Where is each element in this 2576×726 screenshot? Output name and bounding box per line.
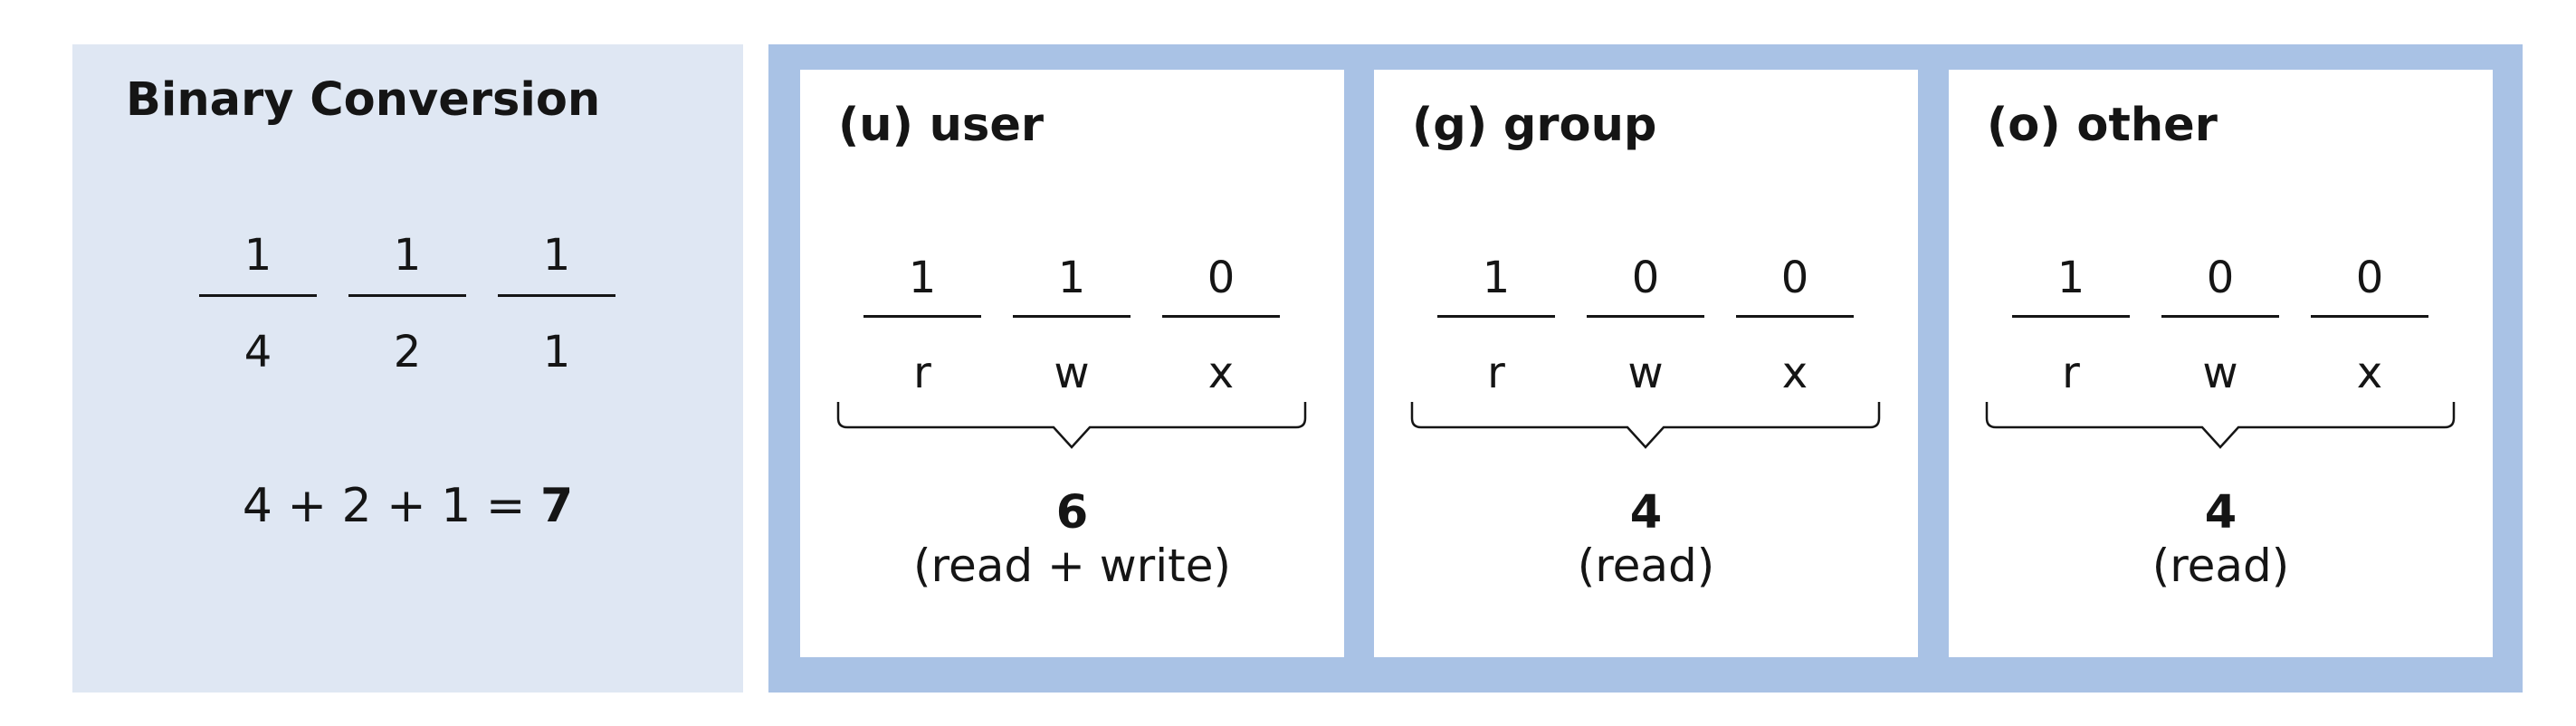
- permission-column: 1 w: [1013, 251, 1131, 398]
- permission-column: 1 r: [863, 251, 981, 398]
- binary-conversion-title: Binary Conversion: [126, 73, 601, 127]
- permission-title: (g) group: [1412, 99, 1657, 152]
- sum-expression: 4 + 2 + 1 =: [242, 479, 526, 533]
- permission-letter: r: [2062, 348, 2080, 398]
- permission-letter: w: [1054, 348, 1090, 398]
- binary-conversion-panel: Binary Conversion 1 4 1 2 1 1 4 + 2 + 1 …: [72, 44, 743, 693]
- permission-letter: w: [2202, 348, 2238, 398]
- curly-brace-icon: [1410, 402, 1881, 449]
- binary-weight: 4: [243, 327, 272, 377]
- permission-description: (read + write): [912, 540, 1231, 592]
- bit-underline: [2012, 315, 2130, 318]
- bit-underline: [2311, 315, 2428, 318]
- permission-bit: 0: [1631, 253, 1660, 303]
- permission-column: 0 w: [2161, 251, 2279, 398]
- binary-weight: 2: [393, 327, 422, 377]
- permission-column: 0 x: [2311, 251, 2428, 398]
- bit-underline: [199, 294, 317, 297]
- permission-title: (u) user: [838, 99, 1045, 152]
- permission-bit: 0: [1780, 253, 1809, 303]
- permission-description: (read): [1577, 540, 1715, 592]
- permission-letter: x: [2356, 348, 2383, 398]
- permission-bit-row: 1 r 0 w 0 x: [2012, 251, 2428, 398]
- binary-bit: 1: [542, 230, 571, 281]
- permission-description: (read): [2151, 540, 2290, 592]
- permission-letter: w: [1627, 348, 1664, 398]
- permission-bit: 1: [1057, 253, 1086, 303]
- binary-column: 1 2: [348, 228, 466, 445]
- permission-letter: x: [1207, 348, 1235, 398]
- permission-letter: r: [913, 348, 931, 398]
- curly-brace-icon: [1985, 402, 2456, 449]
- sum-result: 7: [539, 479, 574, 533]
- permission-column: 0 x: [1162, 251, 1280, 398]
- binary-weight: 1: [542, 327, 571, 377]
- bit-underline: [498, 294, 615, 297]
- binary-bit: 1: [393, 230, 422, 281]
- permissions-panel: (u) user 1 r 1 w 0 x 6 (read + write): [768, 44, 2523, 693]
- permission-card-group: (g) group 1 r 0 w 0 x 4 (read): [1374, 70, 1918, 657]
- permission-bit: 0: [2206, 253, 2235, 303]
- permission-bit: 1: [2056, 253, 2085, 303]
- permission-value: 4: [1629, 486, 1663, 540]
- bit-underline: [1013, 315, 1131, 318]
- permission-card-other: (o) other 1 r 0 w 0 x 4 (read): [1949, 70, 2493, 657]
- permission-column: 0 x: [1736, 251, 1854, 398]
- permission-bit-row: 1 r 0 w 0 x: [1437, 251, 1854, 398]
- permission-bit-row: 1 r 1 w 0 x: [863, 251, 1280, 398]
- bit-underline: [1437, 315, 1555, 318]
- bit-underline: [1162, 315, 1280, 318]
- binary-column: 1 1: [498, 228, 615, 445]
- permission-bit: 1: [1482, 253, 1511, 303]
- permission-letter: r: [1487, 348, 1505, 398]
- binary-bit-row: 1 4 1 2 1 1: [199, 228, 615, 445]
- permission-column: 0 w: [1587, 251, 1704, 398]
- permission-card-user: (u) user 1 r 1 w 0 x 6 (read + write): [800, 70, 1344, 657]
- permission-column: 1 r: [1437, 251, 1555, 398]
- bit-underline: [348, 294, 466, 297]
- bit-underline: [863, 315, 981, 318]
- permission-value: 4: [2204, 486, 2237, 540]
- permission-column: 1 r: [2012, 251, 2130, 398]
- binary-column: 1 4: [199, 228, 317, 445]
- permission-letter: x: [1781, 348, 1808, 398]
- permission-bit: 1: [908, 253, 937, 303]
- curly-brace-icon: [836, 402, 1307, 449]
- permission-title: (o) other: [1987, 99, 2218, 152]
- permission-bit: 0: [1207, 253, 1236, 303]
- permission-bit: 0: [2355, 253, 2384, 303]
- binary-bit: 1: [243, 230, 272, 281]
- bit-underline: [2161, 315, 2279, 318]
- binary-sum: 4 + 2 + 1 = 7: [72, 479, 743, 533]
- permission-value: 6: [1055, 486, 1089, 540]
- bit-underline: [1736, 315, 1854, 318]
- bit-underline: [1587, 315, 1704, 318]
